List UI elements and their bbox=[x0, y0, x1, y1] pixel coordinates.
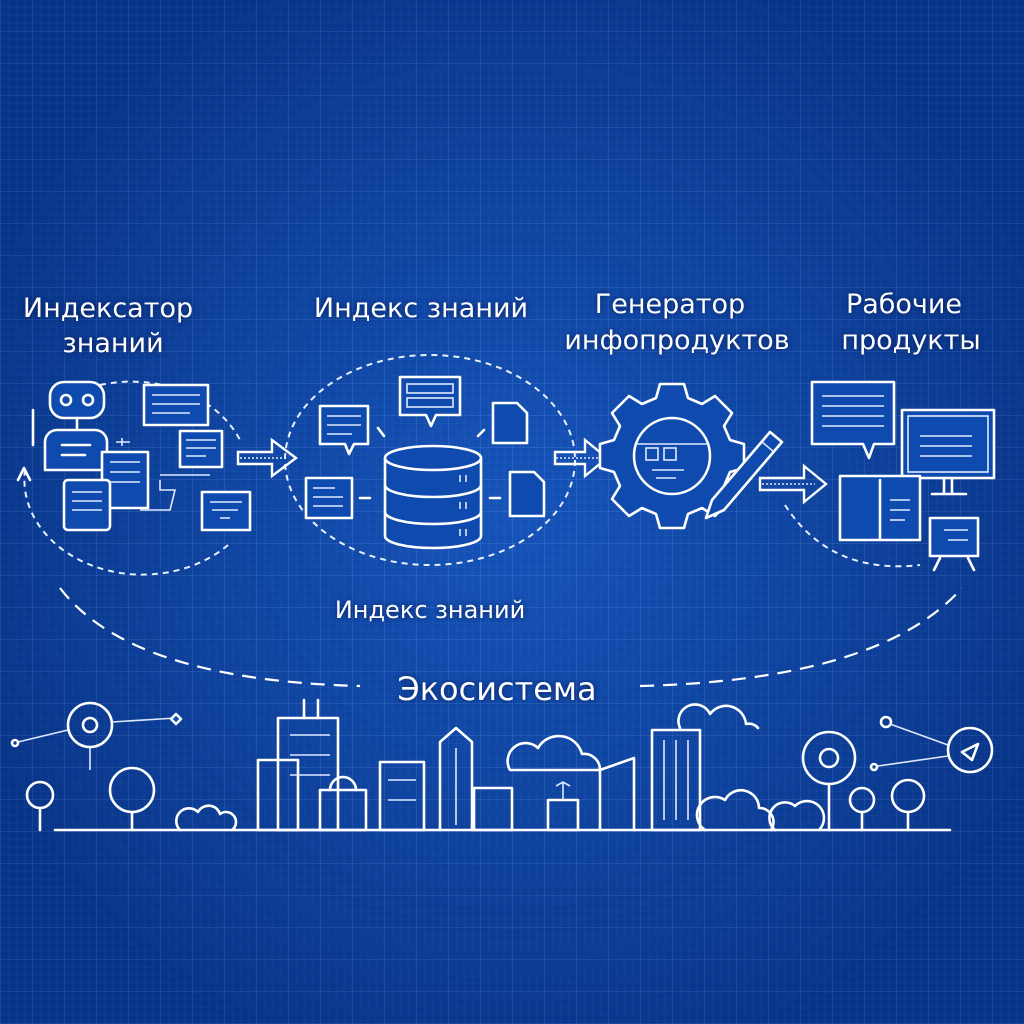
flow-arrow-1 bbox=[236, 437, 298, 479]
stage-title-products-line1: Рабочие bbox=[846, 289, 962, 320]
document-icon bbox=[178, 429, 224, 469]
presentation-board-icon bbox=[928, 516, 980, 572]
database-icon bbox=[383, 444, 483, 550]
skyscraper-icon bbox=[650, 728, 702, 832]
document-icon bbox=[200, 490, 252, 532]
navigation-node-icon bbox=[869, 715, 994, 774]
cloud-icon bbox=[506, 734, 602, 772]
stage-title-products-line2: продукты bbox=[841, 325, 980, 356]
tree-icon bbox=[25, 780, 55, 832]
tree-icon bbox=[890, 778, 926, 832]
ecosystem-arc-left bbox=[59, 587, 361, 688]
chat-bubble-icon bbox=[398, 375, 462, 428]
monitor-icon bbox=[900, 408, 996, 496]
building-icon bbox=[378, 760, 426, 832]
file-icon bbox=[491, 401, 529, 445]
products-icons bbox=[810, 380, 996, 572]
building-icon bbox=[546, 781, 580, 832]
chat-bubble-icon bbox=[318, 404, 370, 456]
gear-icon bbox=[598, 382, 746, 530]
bush-icon bbox=[695, 788, 826, 832]
tower-icon bbox=[438, 726, 474, 832]
tablet-icon bbox=[62, 478, 112, 532]
ecosystem-arc-right bbox=[639, 587, 963, 688]
cloud-icon bbox=[677, 703, 760, 730]
robot-icon bbox=[31, 380, 130, 472]
document-icon bbox=[142, 383, 210, 427]
index-caption: Индекс знаний bbox=[335, 596, 525, 624]
city-skyline bbox=[10, 698, 994, 832]
domed-building-icon bbox=[318, 775, 368, 832]
flow-arrow-2 bbox=[553, 437, 609, 479]
file-icon bbox=[508, 470, 546, 518]
products-ellipse bbox=[784, 504, 921, 568]
tree-icon bbox=[848, 786, 876, 832]
ecosystem-label: Экосистема bbox=[397, 670, 596, 708]
sun-gear-icon bbox=[801, 730, 857, 832]
stage-title-indexer-line1: Индексатор bbox=[23, 293, 193, 324]
stage-title-generator-line1: Генератор bbox=[595, 289, 745, 320]
tree-icon bbox=[108, 766, 156, 832]
document-icons bbox=[62, 383, 252, 532]
pencil-icon bbox=[704, 430, 784, 520]
index-documents bbox=[304, 375, 546, 520]
network-node-icon bbox=[10, 701, 183, 770]
building-icon bbox=[256, 698, 340, 832]
building-icon bbox=[598, 756, 636, 832]
flow-arrow-3 bbox=[758, 463, 828, 505]
indexer-cycle-ellipse bbox=[16, 380, 241, 576]
chat-bubble-icon bbox=[810, 380, 896, 460]
building-icon bbox=[472, 786, 514, 832]
stage-title-generator-line2: инфопродуктов bbox=[564, 325, 789, 356]
stage-title-index: Индекс знаний bbox=[314, 293, 528, 324]
document-icon bbox=[304, 476, 354, 520]
stage-title-indexer-line2: знаний bbox=[62, 328, 163, 359]
index-ellipse bbox=[284, 354, 576, 566]
open-book-icon bbox=[838, 474, 922, 542]
bush-icon bbox=[175, 804, 238, 832]
